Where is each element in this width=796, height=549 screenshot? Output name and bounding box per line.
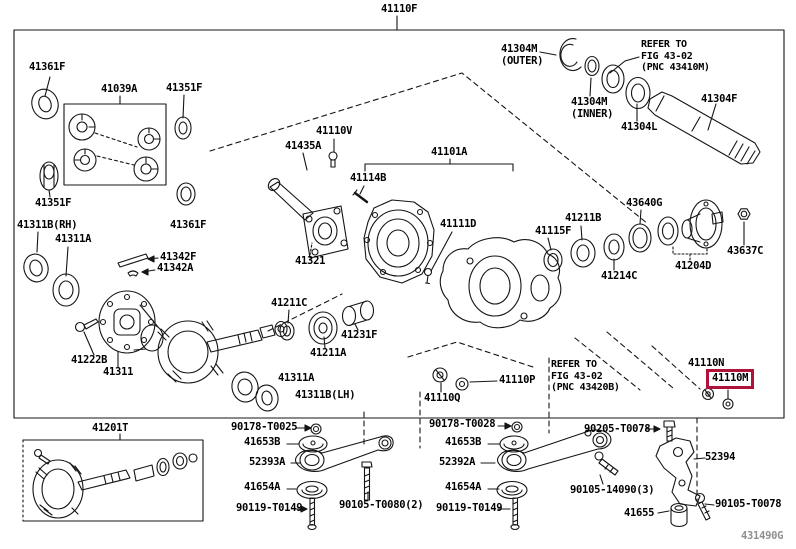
part-label-41115f[interactable]: 41115F <box>535 225 572 237</box>
figure-code: 431490G <box>741 530 784 542</box>
part-label-41231f[interactable]: 41231F <box>341 329 378 341</box>
part-label-41201t[interactable]: 41201T <box>92 422 129 434</box>
part-label-41110p[interactable]: 41110P <box>499 374 536 386</box>
part-label-41101a[interactable]: 41101A <box>431 146 468 158</box>
part-label-52393a[interactable]: 52393A <box>249 456 286 468</box>
part-label-41342a[interactable]: 41342A <box>157 262 194 274</box>
part-label-41110q[interactable]: 41110Q <box>424 392 461 404</box>
part-label-90119-t0149-r[interactable]: 90119-T0149 <box>436 502 503 514</box>
part-label-41653b-r[interactable]: 41653B <box>445 436 482 448</box>
drawing-gearset-41039a <box>63 95 167 186</box>
part-label-41311a-1[interactable]: 41311A <box>55 233 92 245</box>
part-label-41039a[interactable]: 41039A <box>101 83 138 95</box>
part-label-41435a[interactable]: 41435A <box>285 140 322 152</box>
part-label-41211a[interactable]: 41211A <box>310 347 347 359</box>
part-label-90105-t0080[interactable]: 90105-T0080(2) <box>339 499 424 511</box>
part-label-41222b[interactable]: 41222B <box>71 354 108 366</box>
part-label-41351f-2[interactable]: 41351F <box>35 197 72 209</box>
part-label-41351f-1[interactable]: 41351F <box>166 82 203 94</box>
part-label-41304m-inner[interactable]: 41304M (INNER) <box>571 96 614 120</box>
part-label-43637c[interactable]: 43637C <box>727 245 764 257</box>
part-label-41304f[interactable]: 41304F <box>701 93 738 105</box>
part-label-41342f[interactable]: 41342F <box>160 251 197 263</box>
refer-note: REFER TO FIG 43-02 (PNC 43410M) <box>641 39 710 73</box>
part-label-41204d[interactable]: 41204D <box>675 260 712 272</box>
part-label-41654a-l[interactable]: 41654A <box>244 481 281 493</box>
drawing-small-parts-center <box>279 300 375 345</box>
drawing-axle-shaft-41304 <box>559 37 761 165</box>
part-label-90119-t0149-l[interactable]: 90119-T0149 <box>236 502 303 514</box>
part-label-41311a-2[interactable]: 41311A <box>278 372 315 384</box>
part-label-52392a[interactable]: 52392A <box>439 456 476 468</box>
part-label-90178-t0025[interactable]: 90178-T0025 <box>231 421 298 433</box>
part-label-41110n[interactable]: 41110N <box>688 357 725 369</box>
drawing-knuckle-52394 <box>594 420 711 528</box>
part-label-41653b-l[interactable]: 41653B <box>244 436 281 448</box>
part-label-41304m-outer[interactable]: 41304M (OUTER) <box>501 43 544 67</box>
part-label-41211c[interactable]: 41211C <box>271 297 308 309</box>
drawing-subassy-41201t <box>22 433 204 522</box>
part-label-41311[interactable]: 41311 <box>103 366 134 378</box>
part-label-52394[interactable]: 52394 <box>705 451 736 463</box>
drawing-flange-41321 <box>267 151 369 259</box>
part-label-41361f-2[interactable]: 41361F <box>170 219 207 231</box>
part-label-41655[interactable]: 41655 <box>624 507 655 519</box>
part-label-41110m[interactable]: 41110M <box>706 369 755 389</box>
part-label-41321[interactable]: 41321 <box>295 255 326 267</box>
part-label-fig-41110f[interactable]: 41110F <box>381 3 418 15</box>
refer-note: REFER TO FIG 43-02 (PNC 43420B) <box>551 359 620 393</box>
drawing-case-41311-ring-gear <box>74 290 288 412</box>
part-label-41211b[interactable]: 41211B <box>565 212 602 224</box>
part-label-41654a-r[interactable]: 41654A <box>445 481 482 493</box>
drawing-cover-41101a <box>363 199 435 285</box>
drawing-housing-carrier <box>439 237 562 329</box>
part-label-41111d[interactable]: 41111D <box>440 218 477 230</box>
part-label-41110v[interactable]: 41110V <box>316 125 353 137</box>
drawing-plugs <box>432 367 734 410</box>
part-label-41114b[interactable]: 41114B <box>350 172 387 184</box>
part-label-90205-t0078[interactable]: 90205-T0078 <box>584 423 651 435</box>
part-label-43640g[interactable]: 43640G <box>626 197 663 209</box>
drawing-parts-row-right <box>543 199 751 272</box>
part-label-41311b-lh[interactable]: 41311B(LH) <box>295 389 356 401</box>
drawing-arm-left-52393a <box>294 423 394 531</box>
part-label-41361f-1[interactable]: 41361F <box>29 61 66 73</box>
part-label-41214c[interactable]: 41214C <box>601 270 638 282</box>
drawing-rings-top-left <box>23 88 196 307</box>
part-label-41311b-rh[interactable]: 41311B(RH) <box>17 219 78 231</box>
part-label-41304l[interactable]: 41304L <box>621 121 658 133</box>
part-label-90105-14090[interactable]: 90105-14090(3) <box>570 484 655 496</box>
construction-lines <box>209 72 701 501</box>
part-label-90178-t0028[interactable]: 90178-T0028 <box>429 418 496 430</box>
main-frame <box>13 15 785 419</box>
drawing-arm-right-52392a <box>496 421 612 531</box>
part-label-90105-t0078[interactable]: 90105-T0078 <box>715 498 782 510</box>
